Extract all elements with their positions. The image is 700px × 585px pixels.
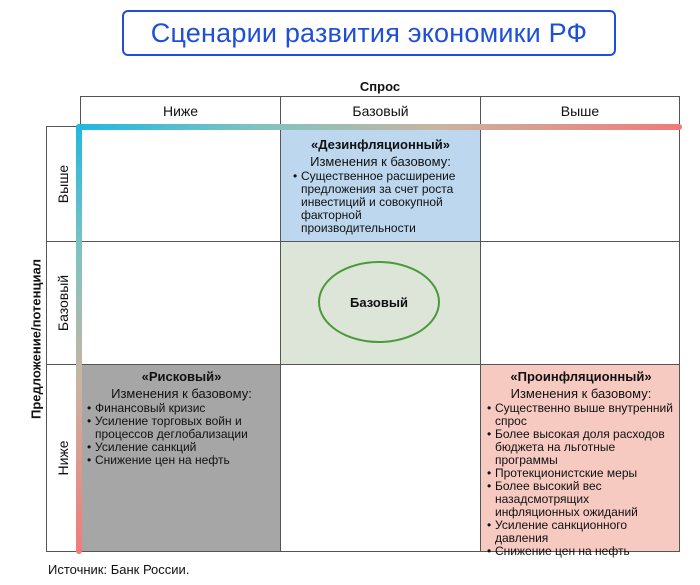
row-header-lower-label: Ниже (54, 440, 71, 476)
list-item: Существенно выше внутренний спрос (487, 402, 675, 428)
scenario-proinflation: «Проинфляционный» Изменения к базовому: … (480, 364, 680, 558)
list-item: Снижение цен на нефть (87, 454, 276, 468)
row-header-base: Базовый (46, 241, 79, 365)
scenario-risk-subtitle: Изменения к базовому: (111, 386, 252, 401)
list-item: Финансовый кризис (87, 402, 276, 416)
list-item: Более высокий вес назадсмотрящих инфляци… (487, 480, 675, 519)
list-item: Усиление торговых войн и процессов дегло… (87, 415, 276, 441)
scenario-proinflation-title: «Проинфляционный» (510, 369, 652, 384)
list-item: Усиление санкций (87, 441, 276, 455)
list-item: Снижение цен на нефть (487, 545, 675, 559)
y-axis-label-text: Предложение/потенциал (28, 259, 44, 419)
cell-base-supply-higher-demand (480, 241, 680, 365)
row-header-higher-label: Выше (54, 164, 71, 204)
row-header-lower: Ниже (46, 364, 79, 552)
scenario-disinflation: «Дезинфляционный» Изменения к базовому: … (280, 126, 481, 242)
cell-lower-supply-base-demand (280, 364, 481, 552)
scenario-risk-title: «Рисковый» (141, 369, 222, 384)
scenario-disinflation-list: Существенное расширение предложения за с… (289, 170, 471, 235)
cell-higher-supply-higher-demand (480, 126, 680, 242)
scenario-risk-list: Финансовый кризис Усиление торговых войн… (87, 402, 276, 468)
scenario-disinflation-title: «Дезинфляционный» (310, 137, 451, 152)
column-header-base: Базовый (280, 96, 481, 126)
row-header-base-label: Базовый (54, 274, 71, 332)
x-axis-label: Спрос (359, 79, 401, 94)
demand-gradient-axis (76, 124, 682, 130)
scenario-disinflation-subtitle: Изменения к базовому: (310, 154, 451, 169)
scenario-proinflation-subtitle: Изменения к базовому: (510, 386, 652, 401)
list-item: Усиление санкционного давления (487, 519, 675, 545)
supply-gradient-axis (76, 124, 82, 554)
scenario-base: Базовый (280, 241, 481, 365)
row-header-higher: Выше (46, 126, 79, 242)
list-item: Более высокая доля расходов бюджета на л… (487, 428, 675, 467)
scenario-grid: «Дезинфляционный» Изменения к базовому: … (80, 126, 680, 558)
page-title: Сценарии развития экономики РФ (122, 10, 616, 56)
cell-base-supply-lower-demand (80, 241, 281, 365)
list-item: Протекционистские меры (487, 467, 675, 481)
list-item: Существенное расширение предложения за с… (293, 170, 471, 235)
scenario-proinflation-list: Существенно выше внутренний спрос Более … (487, 402, 675, 559)
cell-higher-supply-lower-demand (80, 126, 281, 242)
column-header-higher: Выше (480, 96, 680, 126)
scenario-risk: «Рисковый» Изменения к базовому: Финансо… (80, 364, 281, 552)
scenario-base-label: Базовый (350, 294, 408, 310)
scenario-base-ring: Базовый (318, 261, 440, 343)
column-header-lower: Ниже (80, 96, 281, 126)
source-note: Источник: Банк России. (48, 562, 190, 577)
